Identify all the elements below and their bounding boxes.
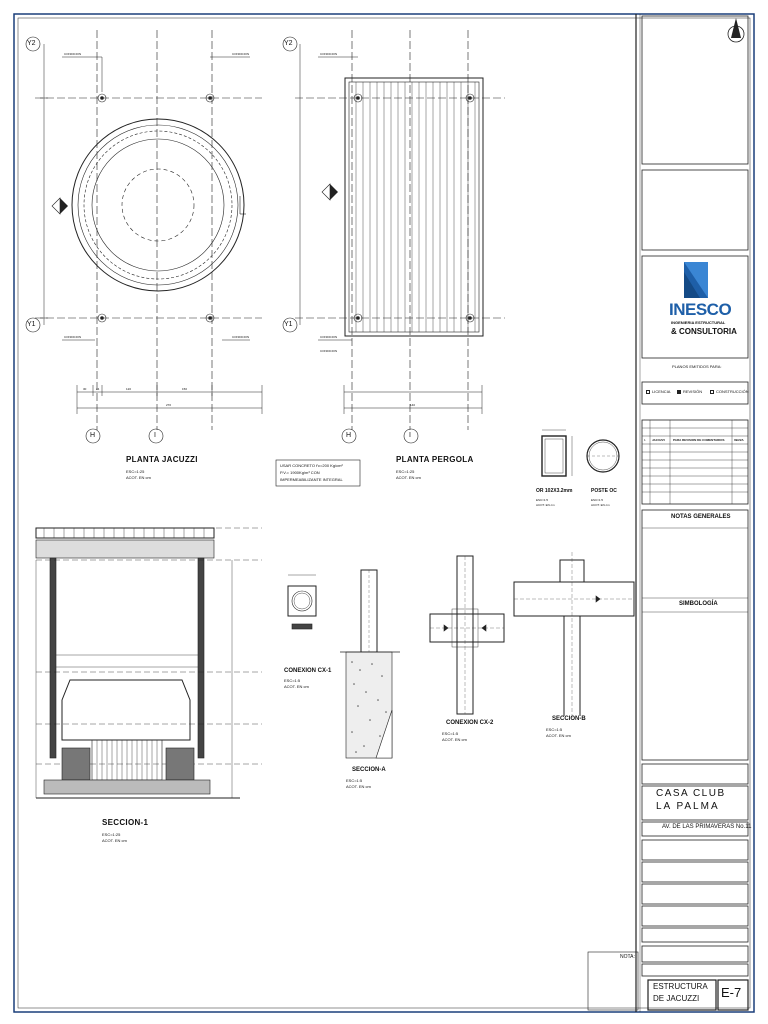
poste-oc-title: POSTE OC [591,488,617,494]
axis-y1-jacuzzi: Y1 [27,321,36,328]
condicion-tag-4: CONDICION [232,335,250,339]
sheet-title-line2: DE JACUZZI [653,994,700,1003]
conexion-cx1-scale: ESC=1:5 [284,678,301,683]
planta-pergola-title: PLANTA PERGOLA [396,455,474,464]
project-name-line2: LA PALMA [656,801,720,812]
condicion-tag-5: CONDICION [320,52,338,56]
concrete-note-line3: IMPERMEABILIZANTE INTEGRAL [280,477,343,482]
planta-jacuzzi-title: PLANTA JACUZZI [126,455,198,464]
dim-24: 24 [96,387,100,391]
revision-row-desc: PARA REVISION DE COMENTARIOS [673,438,725,442]
construccion-checkbox[interactable] [710,390,714,394]
seccion-b-scale: ESC=1:5 [546,727,563,732]
sheet-number: E-7 [721,985,742,1000]
axis-h-jacuzzi: H [90,432,96,439]
axis-h-pergola: H [346,432,352,439]
planos-emitidos-label: PLANOS EMITIDOS PARA: [672,364,722,369]
conexion-cx2-scale: ESC=1:5 [442,731,459,736]
conexion-cx2-title: CONEXION CX-2 [446,720,494,726]
axis-y1-pergola: Y1 [284,321,293,328]
seccion-b-title: SECCION-B [552,716,586,722]
seccion-b-units: ACOT. EN cm [546,733,571,738]
condicion-tag-7: CONDICION [320,349,338,353]
concrete-note-line2: P.V.= 1900Kg/m³ CON [280,470,320,475]
project-name-line1: CASA CLUB [656,788,726,799]
conexion-cx1-title: CONEXION CX-1 [284,668,332,674]
inesco-logo [684,262,708,298]
dim-270: 270 [166,403,172,407]
revision-row-by: JACUZZI [652,438,665,442]
or-profile-title: OR 102X3.2mm [536,488,573,494]
axis-y2-jacuzzi: Y2 [27,40,36,47]
poste-oc-scale: ESC=1:5 [591,498,604,502]
inesco-subtitle-1: INGENIERIA ESTRUCTURAL [671,320,726,325]
conexion-cx1-units: ACOT. EN cm [284,684,309,689]
planta-pergola-drawing [282,30,505,444]
dim-30: 30 [83,387,87,391]
seccion-1-drawing [35,527,262,799]
condicion-tag-3: CONDICION [64,335,82,339]
licencia-checkbox[interactable] [646,390,650,394]
title-block [587,14,749,1012]
seccion-1-title: SECCION-1 [102,818,149,827]
inesco-logo-text: INESCO [669,300,732,319]
planta-pergola-units: ACOT. EN cm [396,475,421,480]
sheet-title-line1: ESTRUCTURA [653,982,708,991]
licencia-label: LICENCIA [652,389,671,394]
notas-generales-heading: NOTAS GENERALES [671,514,731,520]
dim-150: 150 [182,387,188,391]
seccion-a-units: ACOT. EN cm [346,784,371,789]
concrete-note-line1: USAR CONCRETO f'c=200 Kg/cm² [280,463,343,468]
revision-row-no: 1 [644,438,646,442]
seccion-1-units: ACOT. EN cm [102,838,127,843]
or-profile-scale: ESC=1:5 [536,498,549,502]
condicion-tag-2: CONDICION [232,52,250,56]
simbologia-heading: SIMBOLOGÍA [679,601,718,607]
or-profile-drawing [541,429,573,477]
condicion-tag-6: CONDICION [320,335,338,339]
seccion-1-scale: ESC=1:25 [102,832,121,837]
revision-checkbox[interactable] [677,390,681,394]
seccion-a-scale: ESC=1:5 [346,778,363,783]
nota-label: NOTA: [620,954,635,960]
conexion-cx2-drawing [429,555,505,715]
or-profile-units: ACOT. EN cm [536,503,555,507]
dim-120: 120 [126,387,132,391]
axis-i-jacuzzi: I [154,432,156,439]
planta-jacuzzi-scale: ESC=1:25 [126,469,145,474]
planta-pergola-scale: ESC=1:25 [396,469,415,474]
conexion-cx2-units: ACOT. EN cm [442,737,467,742]
planta-jacuzzi-drawing [25,30,263,444]
axis-i-pergola: I [409,432,411,439]
poste-oc-units: ACOT. EN cm [591,503,610,507]
planta-jacuzzi-units: ACOT. EN cm [126,475,151,480]
seccion-a-drawing [340,569,400,759]
construccion-label: CONSTRUCCIÓN [716,389,749,394]
condicion-tag-1: CONDICION [64,52,82,56]
poste-oc-drawing [586,439,620,473]
project-address: AV. DE LAS PRIMAVERAS No.11 [662,824,752,830]
inesco-subtitle-2: & CONSULTORIA [671,327,737,336]
dim-140: 140 [410,403,416,407]
conexion-cx1-drawing [287,574,317,630]
axis-y2-pergola: Y2 [284,40,293,47]
seccion-b-drawing [513,552,635,720]
revision-row-date: 09/22A [734,438,744,442]
revision-label: REVISIÓN [683,389,703,394]
seccion-a-title: SECCION-A [352,767,386,773]
concrete-note-box [275,459,361,487]
